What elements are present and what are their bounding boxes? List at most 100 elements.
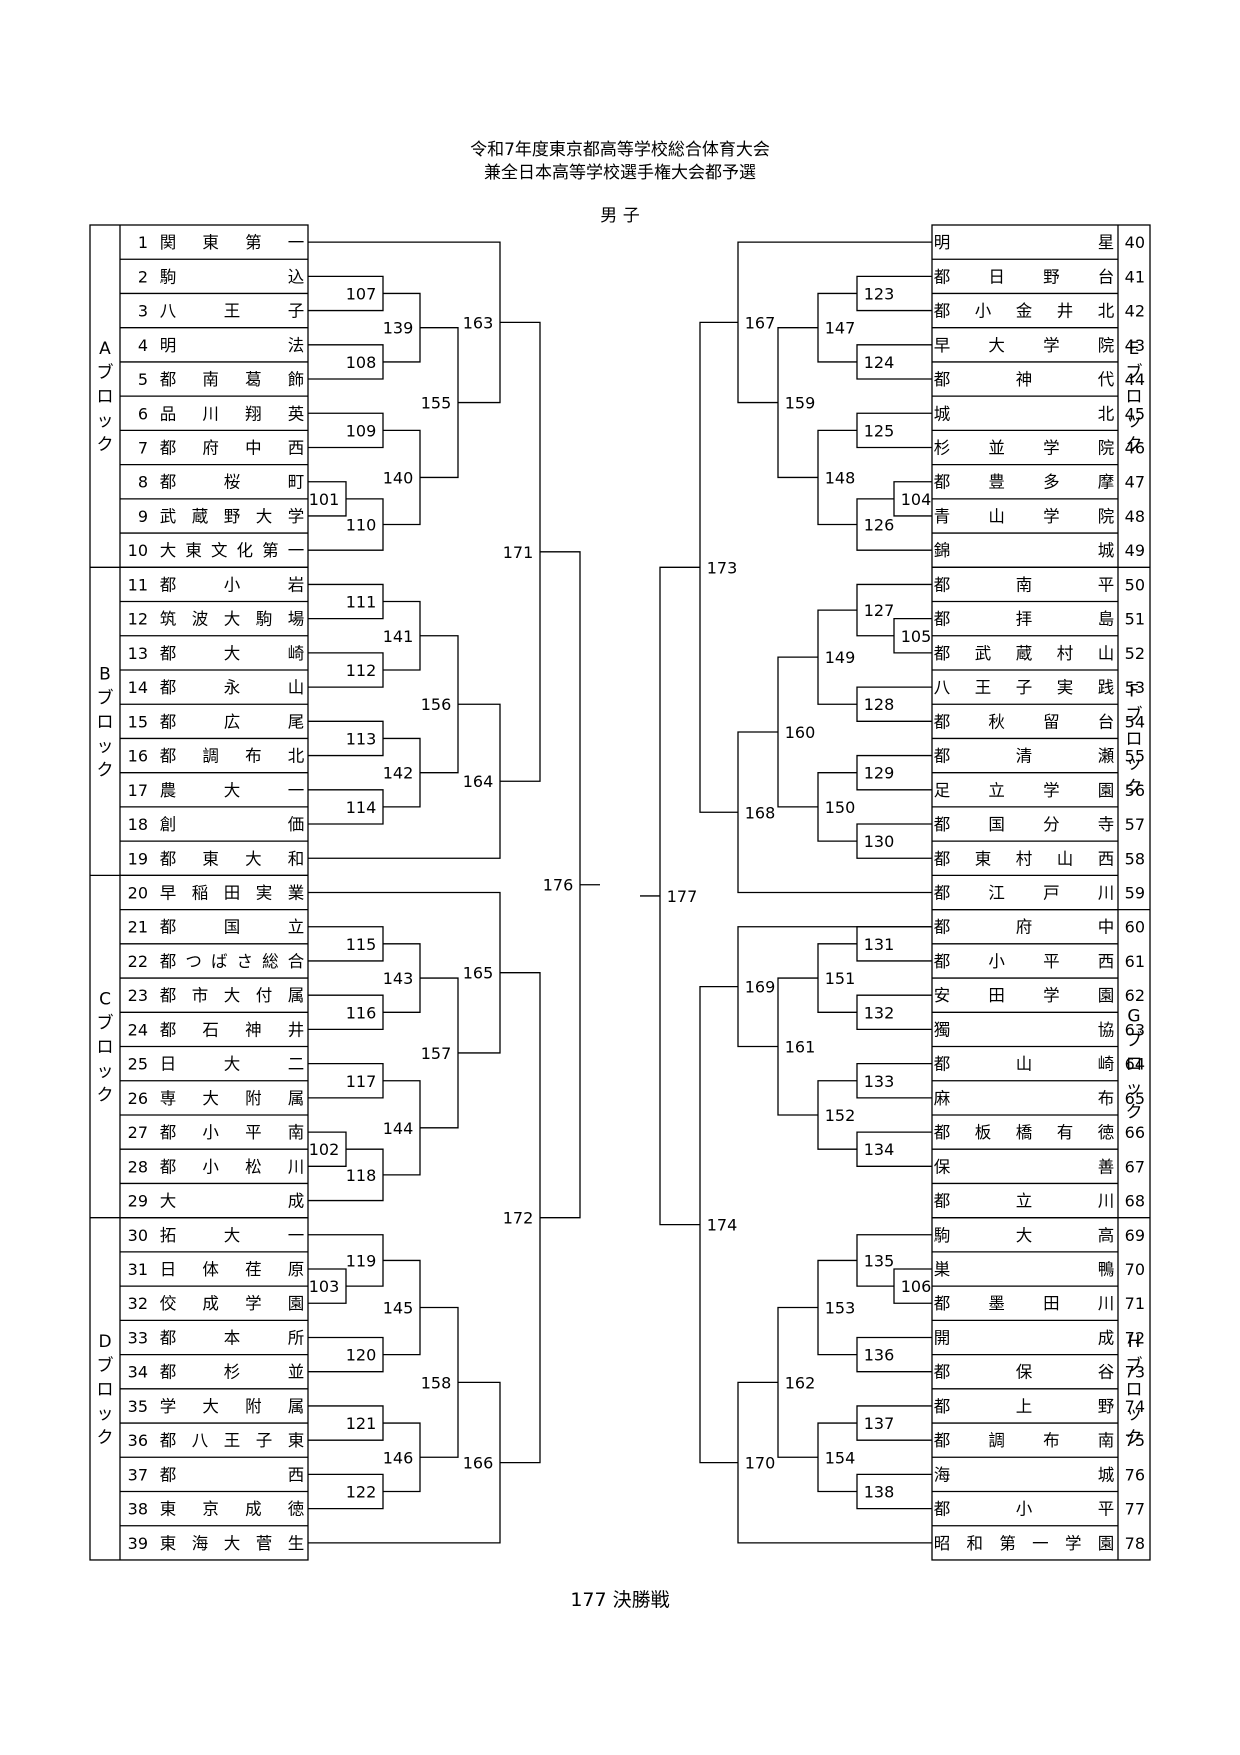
team-name-char: 徳 (1098, 1123, 1115, 1142)
block-label-char: ク (97, 435, 114, 455)
match-115: 115 (346, 935, 377, 954)
team-name-char: 広 (224, 712, 241, 731)
match-160: 160 (785, 723, 816, 742)
block-label-char: ブ (1126, 362, 1143, 383)
team-name-char: 板 (975, 1123, 992, 1142)
team-name-char: 生 (288, 1534, 305, 1553)
team-name-char: 村 (1057, 644, 1074, 663)
team-number: 18 (128, 815, 148, 834)
team-name-char: 清 (1016, 747, 1033, 766)
block-label-char: ッ (1126, 1404, 1143, 1424)
team-name-char: 都 (160, 1157, 177, 1176)
team-number: 65 (1125, 1089, 1145, 1108)
block-label-char: ロ (1126, 387, 1143, 407)
team-name-char: 小 (224, 575, 241, 594)
block-label-char: G (1127, 1007, 1140, 1027)
team-name-char: 島 (1098, 610, 1115, 629)
team-name-char: 小 (202, 1157, 219, 1176)
match-124: 124 (864, 353, 895, 372)
team-name-char: 小 (1016, 1500, 1033, 1519)
block-label-char: A (99, 339, 111, 359)
team-name-char: 八 (160, 302, 177, 321)
team-name-char: 都 (934, 1055, 951, 1074)
block-label-char: ブ (1126, 704, 1143, 725)
team-name-char: 学 (1043, 781, 1060, 800)
team-name-char: 山 (1098, 644, 1115, 663)
team-number: 3 (138, 302, 148, 321)
match-172: 172 (503, 1209, 534, 1228)
match-103: 103 (309, 1277, 340, 1296)
team-name-char: 成 (245, 1500, 262, 1519)
match-162: 162 (785, 1373, 816, 1392)
match-128: 128 (864, 695, 895, 714)
match-107: 107 (346, 284, 377, 303)
block-label-char: ク (97, 1086, 114, 1106)
team-name-char: 八 (192, 1431, 209, 1450)
team-name-char: 翔 (245, 404, 262, 423)
team-number: 28 (128, 1157, 148, 1176)
team-name-char: 早 (934, 336, 951, 355)
team-name-char: 大 (224, 986, 241, 1005)
team-name-char: 海 (192, 1534, 209, 1553)
team-name-char: 都 (160, 1123, 177, 1142)
match-139: 139 (383, 319, 414, 338)
team-name-char: 英 (288, 404, 305, 423)
team-name-char: 調 (988, 1431, 1005, 1450)
team-name-char: 学 (1065, 1534, 1082, 1553)
team-name-char: 学 (288, 507, 305, 526)
team-name-char: 都 (160, 1328, 177, 1347)
team-name-char: 西 (1098, 952, 1115, 971)
team-name-char: 王 (975, 678, 992, 697)
team-name-char: 都 (160, 918, 177, 937)
team-number: 29 (128, 1192, 148, 1211)
team-number: 38 (128, 1500, 148, 1519)
block-label-char: ブ (97, 362, 114, 383)
team-number: 40 (1125, 233, 1145, 252)
team-name-char: 南 (288, 1123, 305, 1142)
team-name-char: 海 (934, 1465, 951, 1484)
team-name-char: 山 (1016, 1055, 1033, 1074)
block-label-char: ッ (97, 1062, 114, 1082)
match-176: 176 (543, 876, 574, 895)
team-name-char: 都 (934, 370, 951, 389)
team-name-char: 山 (288, 678, 305, 697)
team-number: 59 (1125, 883, 1145, 902)
team-name-char: 農 (160, 781, 177, 800)
match-123: 123 (864, 284, 895, 303)
match-135: 135 (864, 1251, 895, 1270)
team-name-char: 大 (224, 610, 241, 629)
team-name-char: 所 (288, 1328, 305, 1347)
team-name-char: 川 (1098, 1192, 1115, 1211)
team-name-char: 城 (1098, 541, 1115, 560)
match-134: 134 (864, 1140, 895, 1159)
team-number: 73 (1125, 1363, 1145, 1382)
team-name-char: 秋 (988, 712, 1005, 731)
team-name-char: 野 (224, 507, 241, 526)
team-name-char: 都 (934, 1363, 951, 1382)
match-171: 171 (503, 543, 534, 562)
team-name-char: 和 (288, 849, 305, 868)
team-name-char: 創 (160, 815, 177, 834)
team-name-char: 小 (975, 302, 992, 321)
match-152: 152 (825, 1106, 856, 1125)
team-name-char: 都 (160, 849, 177, 868)
team-name-char: 北 (1098, 404, 1115, 423)
team-name-char: 西 (1098, 849, 1115, 868)
team-name-char: 府 (1016, 918, 1033, 937)
team-name-char: 平 (1043, 952, 1060, 971)
team-name-char: 杉 (934, 438, 951, 457)
team-name-char: 価 (288, 815, 305, 834)
team-name-char: 園 (288, 1294, 305, 1313)
team-name-char: 都 (160, 986, 177, 1005)
team-name-char: 都 (934, 1397, 951, 1416)
team-name-char: 都 (934, 610, 951, 629)
team-number: 22 (128, 952, 148, 971)
team-name-char: 駒 (934, 1226, 951, 1245)
team-name-char: 都 (160, 370, 177, 389)
team-name-char: 荏 (245, 1260, 262, 1279)
team-name-char: 子 (288, 302, 305, 321)
team-number: 49 (1125, 541, 1145, 560)
match-136: 136 (864, 1346, 895, 1365)
